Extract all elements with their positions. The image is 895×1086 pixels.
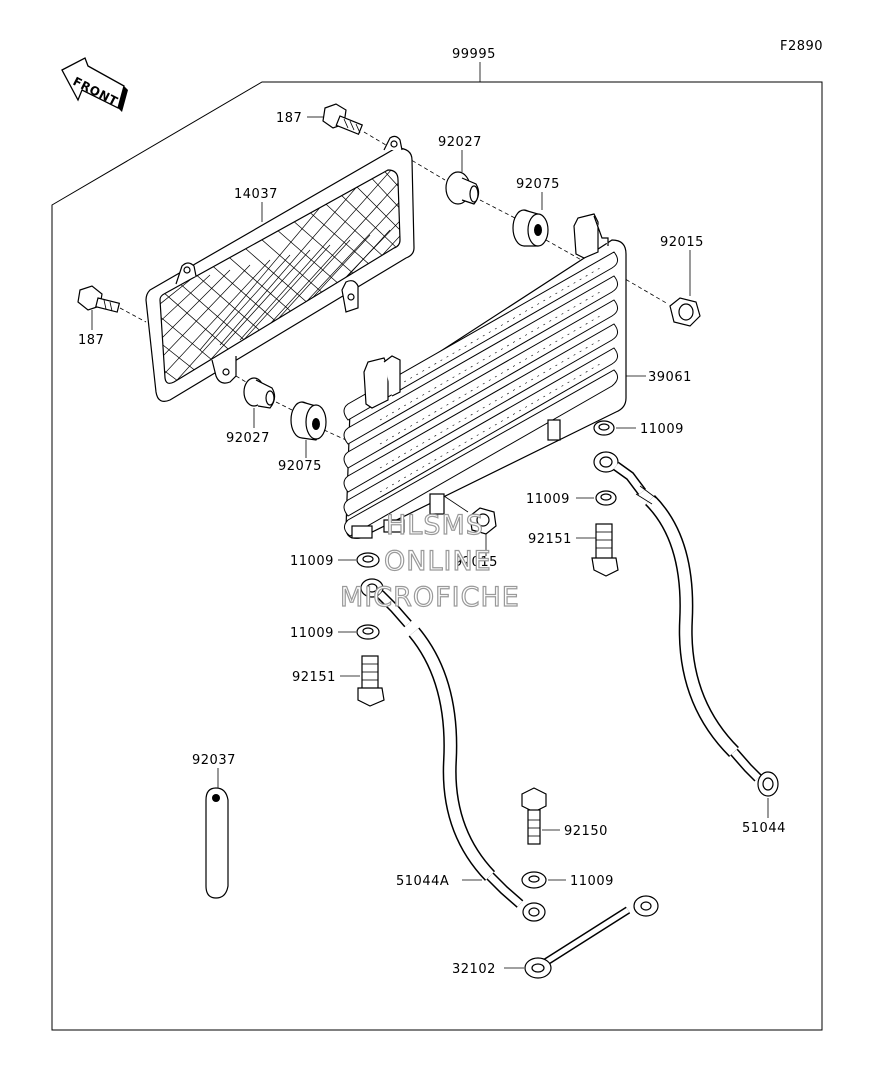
front-arrow: FRONT <box>61 57 128 112</box>
hose-51044a <box>360 578 546 922</box>
label-bolt-l: 92151 <box>292 670 336 685</box>
label-washer-l1: 11009 <box>290 554 334 569</box>
label-hose-r: 51044 <box>742 821 786 836</box>
washer-11009-r1 <box>593 420 615 436</box>
bolt-187-top <box>322 103 446 181</box>
clamp-92037 <box>205 787 229 899</box>
figure-code: F2890 <box>780 39 823 54</box>
nut-92015-bottom <box>443 495 497 535</box>
label-washer-l2: 11009 <box>290 626 334 641</box>
label-pipe: 32102 <box>452 962 496 977</box>
label-washer-bottom: 11009 <box>570 874 614 889</box>
label-bolt-r: 92151 <box>528 532 572 547</box>
grommet-92075-left <box>290 401 347 441</box>
grommet-92075-top <box>512 209 586 263</box>
washer-11009-r2 <box>595 490 617 506</box>
label-collar-top: 92027 <box>438 135 482 150</box>
oil-cooler-39061 <box>343 213 627 539</box>
washer-11009-l2 <box>356 624 380 640</box>
label-washer-r2: 11009 <box>526 492 570 507</box>
label-nut-top: 92015 <box>660 235 704 250</box>
label-nut-bottom: 92015 <box>454 555 498 570</box>
label-collar-left: 92027 <box>226 431 270 446</box>
label-hose-l: 51044A <box>396 874 449 889</box>
banjo-bolt-92150 <box>521 787 547 845</box>
collar-92027-left <box>235 375 293 411</box>
label-clamp: 92037 <box>192 753 236 768</box>
label-bolt-top: 187 <box>276 111 302 126</box>
hose-51044 <box>593 451 779 797</box>
assembly-frame <box>51 81 823 1031</box>
pipe-32102 <box>524 895 659 979</box>
label-screen: 14037 <box>234 187 278 202</box>
watermark-line-2: ONLINE <box>384 546 492 577</box>
label-grommet-left: 92075 <box>278 459 322 474</box>
label-bolt-bottom: 92150 <box>564 824 608 839</box>
watermark-line-3: MICROFICHE <box>340 582 520 613</box>
label-grommet-top: 92075 <box>516 177 560 192</box>
banjo-bolt-92151-l <box>357 655 385 707</box>
nut-92015-top <box>619 275 701 327</box>
label-washer-r1: 11009 <box>640 422 684 437</box>
label-assembly: 99995 <box>452 47 496 62</box>
watermark: HLSMS ONLINE MICROFICHE <box>339 509 520 613</box>
collar-92027-top <box>445 171 516 219</box>
label-cooler: 39061 <box>648 370 692 385</box>
washer-11009-bottom <box>521 871 547 889</box>
label-bolt-left: 187 <box>78 333 104 348</box>
watermark-line-1: HLSMS <box>386 510 484 541</box>
bolt-187-left <box>77 285 147 323</box>
banjo-bolt-92151-r <box>591 523 619 577</box>
washer-11009-l1 <box>356 552 380 568</box>
